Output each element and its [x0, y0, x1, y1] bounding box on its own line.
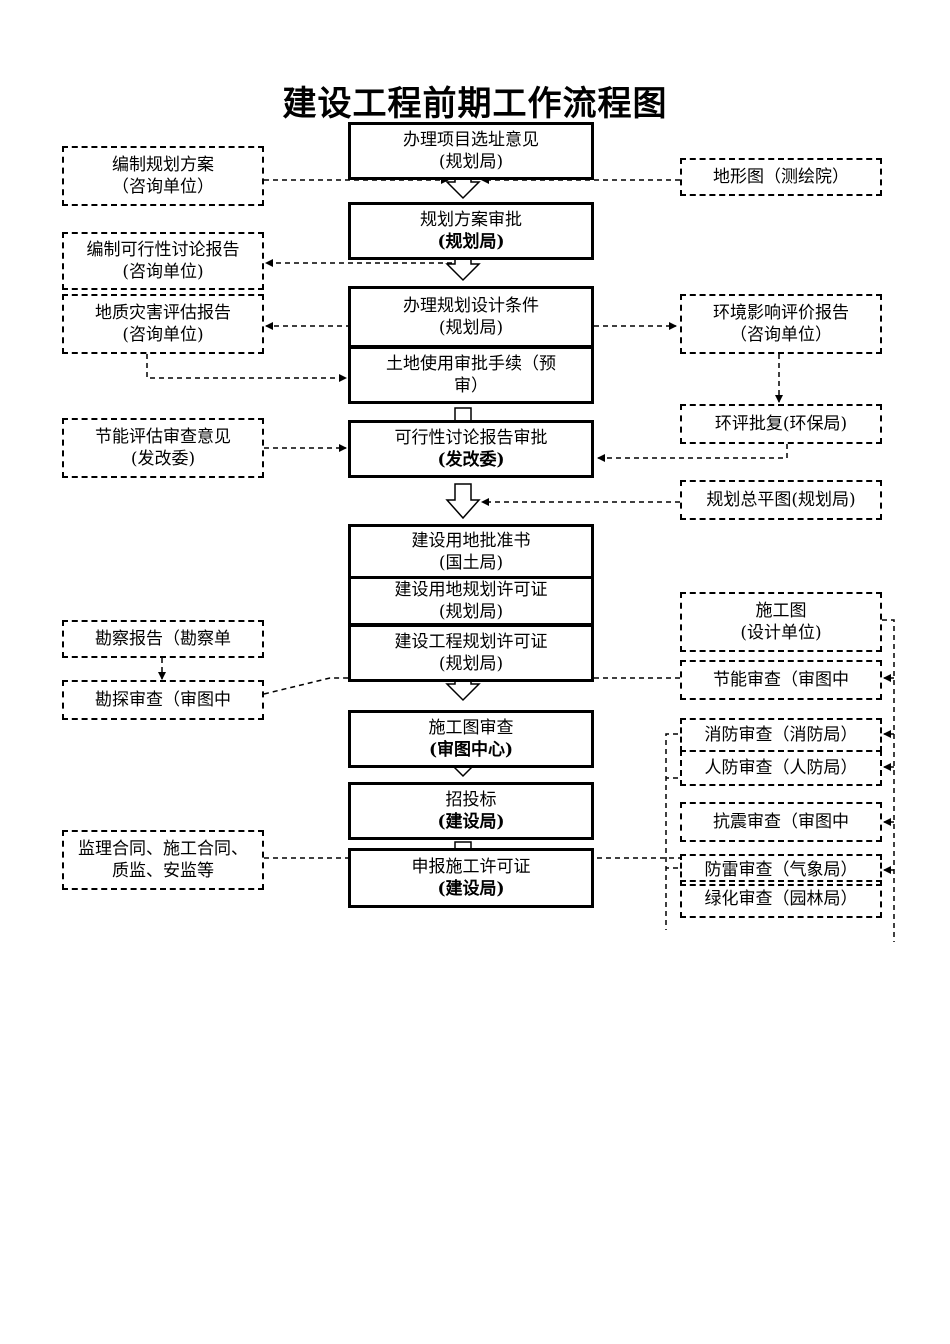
step-land-use-preapproval: 土地使用审批手续（预 审） [348, 346, 594, 404]
step-site-selection: 办理项目选址意见 (规划局) [348, 122, 594, 180]
right-energy-review: 节能审查（审图中 [680, 660, 882, 700]
step-feasibility-approval: 可行性讨论报告审批 (发改委) [348, 420, 594, 478]
step-label: 建设用地批准书 [411, 531, 531, 551]
right-lightning-review: 防雷审查（气象局） [680, 854, 882, 886]
left-contracts: 监理合同、施工合同、 质监、安监等 [62, 830, 264, 890]
step-label: 招投标 [445, 790, 497, 810]
right-civil-defense-review: 人防审查（人防局） [680, 750, 882, 786]
arrow-l3-s4 [146, 354, 347, 382]
step-agency: (规划局) [438, 318, 504, 338]
step-label: 规划方案审批 [420, 210, 522, 230]
item-label: 规划总平图(规划局) [706, 490, 856, 510]
left-feasibility-report: 编制可行性讨论报告 (咨询单位) [62, 232, 264, 290]
item-label: 消防审查（消防局） [704, 725, 858, 745]
arrow-r3-s5 [597, 444, 788, 462]
step-construction-permit: 申报施工许可证 (建设局) [348, 848, 594, 908]
step-design-conditions: 办理规划设计条件 (规划局) [348, 286, 594, 348]
step-label: 办理项目选址意见 [403, 130, 539, 150]
step-label: 办理规划设计条件 [403, 296, 539, 316]
item-agency: (咨询单位) [122, 325, 204, 345]
right-greening-review: 绿化审查（园林局） [680, 880, 882, 918]
page-title: 建设工程前期工作流程图 [282, 84, 668, 124]
step-plan-approval: 规划方案审批 (规划局) [348, 202, 594, 260]
item-label: 节能评估审查意见 [95, 427, 231, 447]
step-label: 申报施工许可证 [411, 857, 531, 877]
item-label: 节能审查（审图中 [713, 670, 849, 690]
right-bus [882, 619, 895, 942]
item-label: 编制规划方案 [112, 155, 214, 175]
step-label: 土地使用审批手续（预 [386, 354, 556, 374]
step-agency: 审） [454, 376, 488, 396]
left-geohazard-report: 地质灾害评估报告 (咨询单位) [62, 294, 264, 354]
item-label: 编制可行性讨论报告 [86, 240, 240, 260]
item-agency: (咨询单位) [122, 262, 204, 282]
step-agency: (规划局) [437, 232, 505, 252]
left-energy-review-opinion: 节能评估审查意见 (发改委) [62, 418, 264, 478]
item-label: 勘探审查（审图中 [95, 690, 231, 710]
step-agency: (审图中心) [428, 740, 514, 760]
item-label: 绿化审查（园林局） [704, 889, 858, 909]
item-label: 地质灾害评估报告 [95, 303, 231, 323]
item-label: 防雷审查（气象局） [704, 860, 858, 880]
item-agency: （咨询单位） [112, 177, 214, 197]
step-label: 施工图审查 [428, 718, 514, 738]
right-site-plan: 规划总平图(规划局) [680, 480, 882, 520]
step-agency: (发改委) [437, 450, 505, 470]
left-survey-report: 勘察报告（勘察单 [62, 620, 264, 658]
item-agency: (发改委) [130, 449, 196, 469]
right-eia-approval: 环评批复(环保局) [680, 404, 882, 444]
step-project-planning-permit: 建设工程规划许可证 (规划局) [348, 624, 594, 682]
step-agency: (建设局) [437, 879, 505, 899]
step-agency: (国土局) [438, 553, 504, 573]
item-label: 施工图 [755, 601, 807, 621]
step-agency: (建设局) [437, 812, 505, 832]
right-fire-review: 消防审查（消防局） [680, 718, 882, 752]
step-drawing-review: 施工图审查 (审图中心) [348, 710, 594, 768]
right-eia-report: 环境影响评价报告 （咨询单位） [680, 294, 882, 354]
item-agency: (设计单位) [740, 623, 822, 643]
item-label: 地形图（测绘院） [713, 167, 849, 187]
item-label: 勘察报告（勘察单 [95, 629, 231, 649]
step-land-planning-permit: 建设用地规划许可证 (规划局) [348, 576, 594, 626]
step-label: 建设工程规划许可证 [394, 632, 548, 652]
item-label: 环评批复(环保局) [714, 414, 848, 434]
left-plan-drafting: 编制规划方案 （咨询单位） [62, 146, 264, 206]
step-agency: (规划局) [438, 602, 504, 622]
right-topographic-map: 地形图（测绘院） [680, 158, 882, 196]
step-bidding: 招投标 (建设局) [348, 782, 594, 840]
item-label: 监理合同、施工合同、 [78, 839, 248, 859]
item-agency: （咨询单位） [730, 325, 832, 345]
step-agency: (规划局) [438, 152, 504, 172]
item-label: 抗震审查（审图中 [713, 812, 849, 832]
step-agency: (规划局) [438, 654, 504, 674]
item-agency: 质监、安监等 [112, 861, 214, 881]
step-land-approval-letter: 建设用地批准书 (国土局) [348, 524, 594, 580]
right-construction-drawings: 施工图 (设计单位) [680, 592, 882, 652]
right-seismic-review: 抗震审查（审图中 [680, 802, 882, 842]
step-label: 可行性讨论报告审批 [394, 428, 548, 448]
item-label: 人防审查（人防局） [704, 758, 858, 778]
step-label: 建设用地规划许可证 [394, 580, 548, 600]
item-label: 环境影响评价报告 [713, 303, 849, 323]
left-survey-review: 勘探审查（审图中 [62, 680, 264, 720]
left-bus-a [665, 733, 678, 930]
